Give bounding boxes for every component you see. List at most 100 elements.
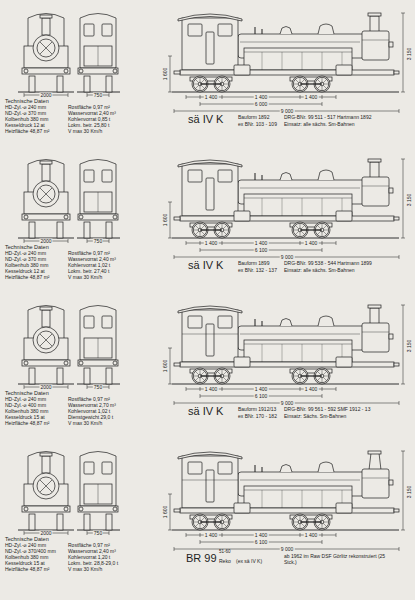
line-stroke bbox=[201, 225, 204, 228]
line-stroke bbox=[109, 93, 110, 97]
line-stroke bbox=[240, 188, 360, 189]
dimension: 1 400 bbox=[204, 241, 219, 246]
line-stroke bbox=[362, 40, 389, 41]
part-outline bbox=[106, 514, 112, 530]
spec-line: Rostfläche 0,97 m² bbox=[68, 543, 110, 548]
build-info: DRG-BNr. 99 561 - 592 SMF 1912 - 13 bbox=[284, 407, 370, 412]
line-stroke bbox=[322, 344, 323, 362]
line-stroke bbox=[300, 232, 301, 237]
line-stroke bbox=[174, 401, 175, 405]
line-stroke bbox=[301, 225, 304, 228]
spec-line: Kolbenhub 380 mm bbox=[5, 263, 48, 268]
build-info: Bauform 1899 bbox=[238, 261, 269, 266]
part-outline bbox=[206, 32, 214, 64]
line-stroke bbox=[322, 86, 323, 91]
part-outline bbox=[84, 24, 94, 36]
line-stroke bbox=[300, 241, 301, 245]
line-stroke bbox=[200, 86, 201, 91]
rear-view bbox=[77, 452, 120, 536]
spec-line: HD-Zyl.-⌀ 240 mm bbox=[5, 397, 46, 402]
line-stroke bbox=[324, 376, 329, 377]
part-circle bbox=[64, 507, 68, 511]
line-stroke bbox=[322, 198, 323, 216]
part-outline bbox=[234, 503, 250, 513]
line-stroke bbox=[200, 540, 201, 544]
line-stroke bbox=[40, 188, 52, 200]
line-stroke bbox=[40, 42, 52, 54]
dimension: 9 000 bbox=[280, 255, 295, 260]
spec-line: Rostfläche 0,97 m² bbox=[68, 397, 110, 402]
line-stroke bbox=[399, 255, 400, 259]
build-info: ex BNr. 103 - 109 bbox=[238, 122, 277, 127]
build-info: ex BNr. 132 - 137 bbox=[238, 268, 277, 273]
part-outline bbox=[280, 27, 292, 35]
line-stroke bbox=[172, 92, 399, 93]
spec-line: Heizfläche 48,87 m² bbox=[5, 275, 49, 280]
line-stroke bbox=[217, 377, 220, 380]
line-stroke bbox=[300, 83, 322, 84]
line-stroke bbox=[223, 225, 226, 228]
dimension: 6 100 bbox=[254, 248, 269, 253]
front-view bbox=[18, 160, 74, 244]
part-circle bbox=[33, 181, 59, 207]
part-outline bbox=[102, 462, 112, 474]
line-stroke bbox=[195, 79, 198, 82]
line-stroke bbox=[201, 371, 204, 374]
dimension: 750 bbox=[93, 385, 103, 390]
part-outline bbox=[42, 164, 50, 181]
part-outline bbox=[29, 76, 35, 92]
part-outline bbox=[80, 306, 116, 361]
part-circle bbox=[37, 477, 55, 495]
dimension: 1 400 bbox=[304, 387, 319, 392]
rear-view bbox=[77, 14, 120, 98]
part-circle bbox=[113, 361, 117, 365]
dimension: 750 bbox=[93, 531, 103, 536]
dimension: 1 600 bbox=[163, 359, 168, 374]
dimension: 2000 bbox=[39, 531, 52, 536]
line-stroke bbox=[323, 371, 326, 374]
dimension: 1 400 bbox=[304, 241, 319, 246]
line-stroke bbox=[109, 239, 110, 243]
spec-line: Dienstgewicht 29,0 t bbox=[68, 415, 113, 420]
line-stroke bbox=[240, 42, 360, 43]
line-stroke bbox=[322, 102, 323, 106]
line-stroke bbox=[222, 515, 223, 520]
line-stroke bbox=[323, 85, 326, 88]
build-info: Reko bbox=[219, 559, 231, 564]
part-circle bbox=[24, 361, 28, 365]
spec-line: Kohlenvorrat 1,02 t bbox=[68, 409, 110, 414]
part-outline bbox=[22, 214, 70, 220]
line-stroke bbox=[295, 523, 298, 526]
part-outline bbox=[218, 316, 232, 328]
line-stroke bbox=[317, 371, 320, 374]
line-stroke bbox=[322, 387, 323, 391]
spec-line: Lokm. betr. 25,80 t bbox=[68, 123, 109, 128]
line-stroke bbox=[300, 77, 301, 82]
line-stroke bbox=[244, 198, 352, 199]
part-outline bbox=[218, 24, 232, 36]
part-outline bbox=[368, 305, 381, 308]
line-stroke bbox=[222, 369, 223, 374]
part-outline bbox=[57, 76, 63, 92]
line-stroke bbox=[168, 238, 172, 239]
part-outline bbox=[180, 216, 394, 221]
spec-line: V max 30 Km/h bbox=[68, 129, 102, 134]
line-stroke bbox=[217, 79, 220, 82]
line-stroke bbox=[317, 85, 320, 88]
line-stroke bbox=[40, 480, 52, 492]
line-stroke bbox=[40, 188, 52, 200]
part-outline bbox=[29, 514, 35, 530]
line-stroke bbox=[222, 95, 223, 99]
spec-line: Wasservorrat 2,40 m³ bbox=[68, 257, 116, 262]
line-stroke bbox=[322, 515, 323, 520]
part-outline bbox=[29, 368, 35, 384]
part-outline bbox=[106, 368, 112, 384]
part-outline bbox=[22, 68, 70, 74]
part-outline bbox=[206, 470, 214, 502]
line-stroke bbox=[300, 223, 301, 228]
line-stroke bbox=[222, 223, 223, 228]
line-stroke bbox=[172, 238, 399, 239]
line-stroke bbox=[293, 84, 298, 85]
